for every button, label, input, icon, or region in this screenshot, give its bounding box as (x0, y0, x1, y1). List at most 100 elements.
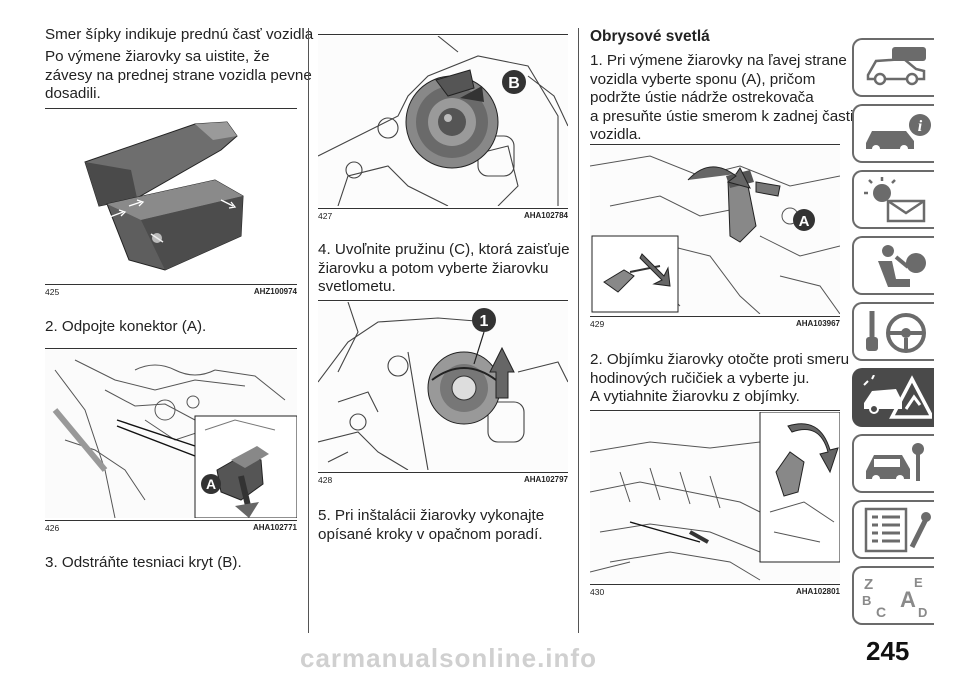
tab-steering-key[interactable] (852, 302, 934, 361)
tab-alphabetical-index[interactable]: Z E B A C D (852, 566, 934, 625)
index-letter: Z (864, 576, 873, 593)
index-letter: D (918, 605, 927, 619)
figure-code: AHA103967 (795, 319, 840, 328)
callout-a: A (201, 474, 221, 494)
line: Po výmene žiarovky sa uistite, že (45, 48, 270, 65)
figure-top-rule (45, 108, 297, 109)
line: A vytiahnite žiarovku z objímky. (590, 388, 800, 406)
connector-detail (204, 419, 276, 518)
callout-label: A (799, 213, 810, 230)
figure-number: 427 (318, 211, 333, 221)
car-info-icon: i (866, 114, 931, 153)
figure-427-sealing-cover: B (318, 36, 568, 206)
line: a presuňte ústie smerom k zadnej časti (590, 107, 854, 125)
figure-code: AHA102797 (523, 475, 568, 484)
figure-top-rule (590, 144, 840, 145)
tab-emergency[interactable] (852, 368, 934, 427)
engine-bay-lines (54, 359, 286, 518)
figure-428-bulb-removal: 1 (318, 302, 568, 470)
figure-bottom-rule (318, 208, 568, 209)
line: svetlometu. (318, 278, 396, 296)
figure-bottom-rule (590, 584, 840, 585)
figure-number: 428 (318, 475, 333, 485)
direction-arrow (687, 166, 751, 189)
step-4-release-spring: 4. Uvoľnite pružinu (C), ktorá zaisťuje … (318, 241, 570, 297)
step-5-reinstall: 5. Pri inštalácii žiarovky vykonajte opí… (318, 507, 544, 544)
line: závesy na prednej strane vozidla pevne (45, 66, 312, 84)
text-arrow-direction: Smer šípky indikuje prednú časť vozidla (45, 26, 314, 43)
tab-airbag-seat[interactable] (852, 236, 934, 295)
paragraph-hinges: Po výmene žiarovky sa uistite, že závesy… (45, 48, 312, 104)
figure-number: 425 (45, 287, 60, 297)
detail-inset (603, 253, 671, 293)
page-number: 245 (866, 636, 910, 666)
callout-label: 1 (480, 313, 489, 330)
column-divider (578, 28, 579, 633)
callout-a: A (793, 209, 815, 231)
figure-bottom-rule (590, 316, 840, 317)
removal-arrow (489, 346, 515, 399)
tab-specifications[interactable] (852, 500, 934, 559)
figure-code: AHZ100974 (253, 287, 297, 296)
step-1-remove-clip: 1. Pri výmene žiarovky na ľavej strane v… (590, 52, 853, 145)
tab-car-dashboard[interactable] (852, 38, 934, 97)
line: 1. Pri výmene žiarovky na ľavej strane (590, 52, 847, 69)
alphabetical-index-icon: Z E B A C D (862, 575, 927, 619)
figure-code: AHA102784 (523, 211, 568, 220)
figure-bottom-rule (318, 472, 568, 473)
line: hodinových ručičiek a vyberte ju. (590, 369, 810, 387)
figure-number: 429 (590, 319, 605, 329)
socket-detail (769, 423, 839, 543)
figure-426-connector: A (45, 350, 297, 518)
index-letter: C (876, 604, 886, 619)
bulb-socket (427, 351, 501, 425)
figure-number: 430 (590, 587, 605, 597)
line: dosadili. (45, 85, 101, 103)
line: 5. Pri inštalácii žiarovky vykonajte (318, 507, 545, 524)
figure-number: 426 (45, 523, 60, 533)
airbag-seat-icon (878, 245, 926, 287)
car-dashboard-icon (866, 47, 926, 86)
column-divider (308, 28, 309, 633)
figure-code: AHA102801 (795, 587, 840, 596)
direction-arrows (106, 199, 237, 219)
figure-bottom-rule (45, 520, 297, 521)
figure-top-rule (318, 300, 568, 301)
svg-text:i: i (918, 118, 923, 135)
figure-bottom-rule (45, 284, 297, 285)
callout-label: A (206, 476, 216, 492)
lights-warning-icon (864, 177, 926, 223)
line: opísané kroky v opačnom poradí. (318, 525, 543, 543)
figure-top-rule (318, 34, 568, 35)
watermark: carmanualsonline.info (300, 643, 597, 673)
bumper-lines (590, 441, 761, 581)
line: 4. Uvoľnite pružinu (C), ktorá zaisťuje (318, 241, 570, 258)
figure-430-socket-rotation (590, 412, 840, 582)
step-3-remove-cover: 3. Odstráňte tesniaci kryt (B). (45, 554, 242, 571)
figure-425-headlamp-cover (45, 110, 297, 282)
callout-label: B (508, 75, 520, 92)
emergency-warning-triangle-icon (863, 375, 932, 419)
cover-lid (84, 121, 238, 207)
tab-car-info[interactable]: i (852, 104, 934, 163)
line: vozidla vyberte sponu (A), pričom (590, 70, 816, 88)
callout-1: 1 (472, 308, 496, 365)
section-heading: Obrysové svetlá (590, 28, 710, 45)
housing-lines (318, 302, 568, 470)
figure-top-rule (590, 410, 840, 411)
rotation-arrow (435, 69, 484, 102)
figure-code: AHA102771 (252, 523, 297, 532)
line: žiarovku a potom vyberte žiarovku (318, 259, 549, 277)
index-letter: E (914, 575, 923, 590)
figure-429-washer-clip: A (590, 146, 840, 314)
index-letter: B (862, 593, 871, 608)
index-letter: A (900, 587, 916, 612)
callout-b: B (502, 70, 526, 94)
line: vozidla. (590, 126, 642, 144)
tab-car-service[interactable] (852, 434, 934, 493)
step-2-rotate-socket: 2. Objímku žiarovky otočte proti smeru h… (590, 351, 849, 407)
tab-lights-warning[interactable] (852, 170, 934, 229)
line: podržte ústie nádrže ostrekovača (590, 89, 814, 107)
figure-top-rule (45, 348, 297, 349)
specifications-list-icon (864, 507, 931, 553)
